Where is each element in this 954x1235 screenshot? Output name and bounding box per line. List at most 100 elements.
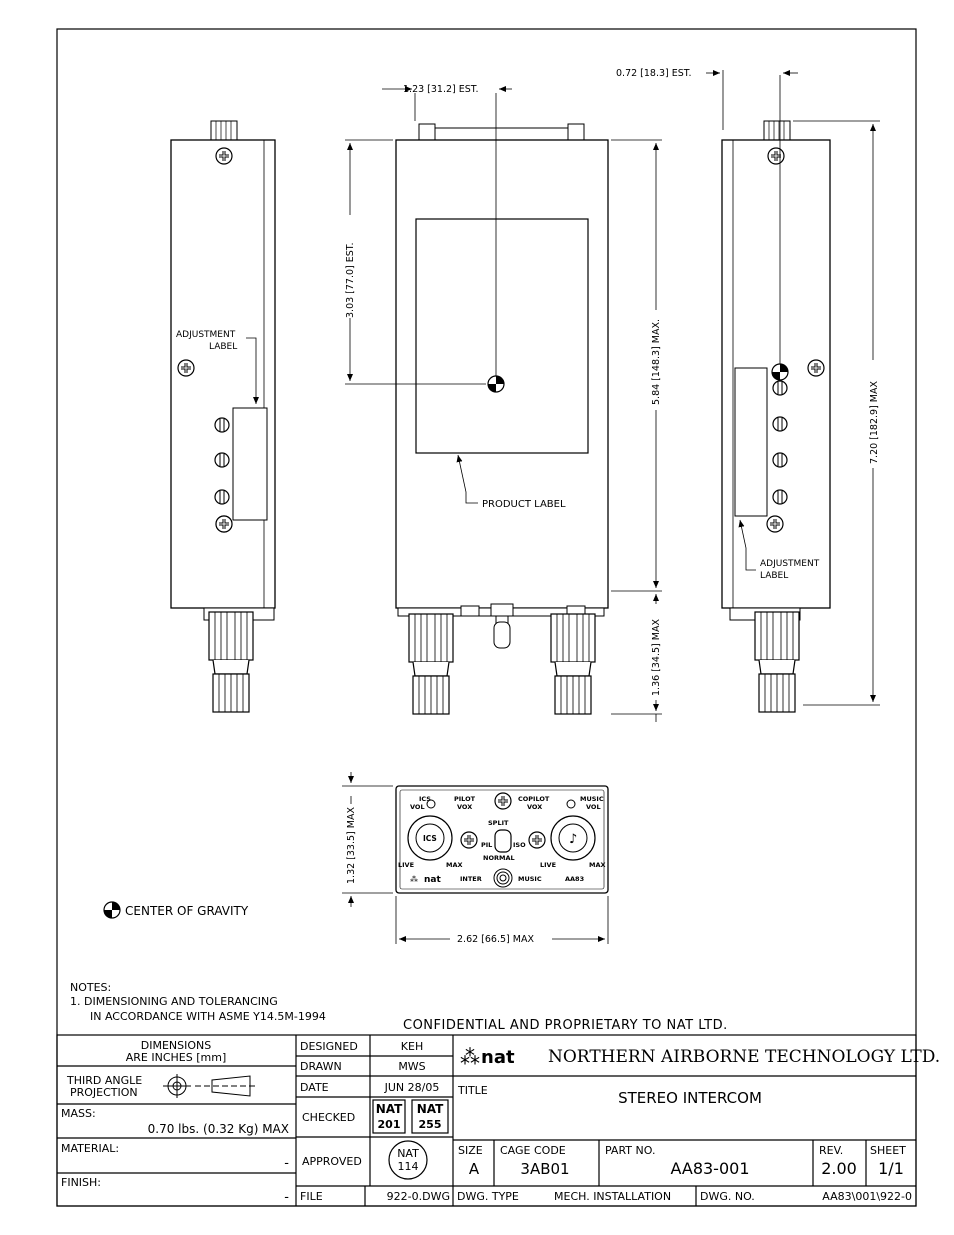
- right-side-view: ADJUSTMENT LABEL 0.72 [18.3] EST. 7.20 […: [616, 68, 880, 713]
- svg-text:MUSIC: MUSIC: [580, 795, 604, 803]
- svg-text:MATERIAL:: MATERIAL:: [61, 1142, 119, 1155]
- center-of-gravity-icon: [103, 901, 121, 919]
- svg-text:LIVE: LIVE: [540, 861, 556, 869]
- svg-text:MAX: MAX: [589, 861, 606, 869]
- svg-text:AA83: AA83: [565, 875, 584, 883]
- title-block: [56, 1034, 917, 1207]
- adjustment-label-text: ADJUSTMENT: [760, 559, 820, 569]
- center-of-gravity-icon: [771, 363, 789, 381]
- svg-text:MASS:: MASS:: [61, 1107, 96, 1120]
- svg-text:DRAWN: DRAWN: [300, 1060, 342, 1073]
- top-panel-view: ICS VOL PILOT VOX COPILOT VOX MUSIC VOL …: [342, 772, 609, 945]
- screw-icon: [214, 146, 234, 166]
- svg-text:KEH: KEH: [401, 1040, 423, 1053]
- part-number: AA83-001: [670, 1159, 749, 1178]
- nat-logo-icon: ⁂: [460, 1045, 480, 1069]
- approved-stamp: [388, 1140, 428, 1180]
- dimension-height: 5.84 [148.3] MAX.: [651, 319, 662, 405]
- svg-text:DATE: DATE: [300, 1081, 329, 1094]
- svg-text:DESIGNED: DESIGNED: [300, 1040, 358, 1053]
- title-block-text: DIMENSIONS ARE INCHES [mm] THIRD ANGLE P…: [61, 1039, 940, 1205]
- adjustment-label-text: LABEL: [209, 342, 237, 352]
- screw-icon: [493, 791, 513, 811]
- svg-text:IN ACCORDANCE WITH ASME Y14.5M: IN ACCORDANCE WITH ASME Y14.5M-1994: [90, 1010, 326, 1023]
- svg-text:DWG. NO.: DWG. NO.: [700, 1190, 755, 1203]
- svg-text:ICS: ICS: [423, 834, 437, 843]
- svg-text:VOL: VOL: [586, 803, 601, 811]
- company-name: NORTHERN AIRBORNE TECHNOLOGY LTD.: [548, 1047, 940, 1067]
- svg-text:LIVE: LIVE: [398, 861, 414, 869]
- left-side-view: ADJUSTMENT LABEL: [170, 120, 276, 713]
- dimension-width: 1.23 [31.2] EST.: [403, 84, 479, 95]
- svg-text:VOL: VOL: [410, 803, 425, 811]
- svg-text:MUSIC: MUSIC: [518, 875, 542, 883]
- svg-text:NAT: NAT: [397, 1147, 419, 1160]
- dimension-connectors: 1.36 [34.5] MAX: [651, 619, 662, 696]
- dimension-cog-height: 3.03 [77.0] EST.: [345, 243, 356, 319]
- legend: CENTER OF GRAVITY: [103, 901, 249, 919]
- svg-text:A: A: [469, 1160, 480, 1178]
- svg-text:CHECKED: CHECKED: [302, 1111, 355, 1124]
- screw-icon: [765, 514, 785, 534]
- brand-star-icon: ⁂: [410, 874, 418, 884]
- center-of-gravity-icon: [487, 375, 505, 393]
- drawing-title: STEREO INTERCOM: [618, 1089, 762, 1107]
- product-label-area: [415, 218, 589, 454]
- svg-text:ISO: ISO: [513, 841, 526, 849]
- svg-text:TITLE: TITLE: [457, 1084, 488, 1097]
- screw-icon: [806, 358, 826, 378]
- trim-pot-icon: [214, 489, 230, 505]
- svg-text:PROJECTION: PROJECTION: [70, 1086, 138, 1099]
- split-toggle: [494, 829, 512, 853]
- svg-text:114: 114: [398, 1160, 419, 1173]
- dimension-total: 7.20 [182.9] MAX: [869, 381, 880, 464]
- checked-stamp: [372, 1099, 449, 1134]
- svg-text:922-0.DWG: 922-0.DWG: [387, 1190, 450, 1203]
- svg-text:PART NO.: PART NO.: [605, 1144, 655, 1157]
- front-view: PRODUCT LABEL 1.23 [31.2] EST. 3.03 [77.…: [345, 84, 662, 722]
- svg-text:COPILOT: COPILOT: [518, 795, 550, 803]
- svg-text:INTER: INTER: [460, 875, 482, 883]
- svg-text:3AB01: 3AB01: [520, 1160, 569, 1178]
- screw-icon: [766, 146, 786, 166]
- svg-text:DWG. TYPE: DWG. TYPE: [457, 1190, 519, 1203]
- svg-text:255: 255: [419, 1118, 442, 1131]
- music-note-icon: ♪: [569, 832, 577, 847]
- svg-text:0.70 lbs. (0.32 Kg) MAX: 0.70 lbs. (0.32 Kg) MAX: [148, 1122, 289, 1136]
- svg-text:1/1: 1/1: [878, 1159, 904, 1178]
- trim-pot-icon: [214, 417, 230, 433]
- svg-text:APPROVED: APPROVED: [302, 1155, 362, 1168]
- trim-pot-icon: [772, 489, 788, 505]
- svg-text:SIZE: SIZE: [458, 1144, 483, 1157]
- svg-text:201: 201: [378, 1118, 401, 1131]
- screw-icon: [176, 358, 196, 378]
- svg-text:2.00: 2.00: [821, 1159, 857, 1178]
- svg-text:THIRD ANGLE: THIRD ANGLE: [66, 1074, 142, 1087]
- svg-text:NORMAL: NORMAL: [483, 854, 515, 862]
- svg-text:FINISH:: FINISH:: [61, 1176, 101, 1189]
- screw-icon: [527, 830, 547, 850]
- trim-pot-icon: [772, 416, 788, 432]
- svg-text:MAX: MAX: [446, 861, 463, 869]
- svg-text:PIL: PIL: [481, 841, 492, 849]
- dimension-panel-width: 2.62 [66.5] MAX: [457, 934, 534, 945]
- svg-text:nat: nat: [424, 875, 441, 885]
- nat-logo: nat: [481, 1047, 515, 1068]
- svg-text:1. DIMENSIONING AND TOLERANCIN: 1. DIMENSIONING AND TOLERANCING: [70, 995, 278, 1008]
- svg-text:DIMENSIONS: DIMENSIONS: [141, 1039, 211, 1052]
- product-label-text: PRODUCT LABEL: [482, 499, 566, 510]
- svg-text:ARE INCHES [mm]: ARE INCHES [mm]: [126, 1051, 226, 1064]
- third-angle-projection-icon: [163, 1074, 255, 1098]
- svg-text:NAT: NAT: [376, 1102, 403, 1116]
- svg-text:REV.: REV.: [819, 1144, 843, 1157]
- svg-text:VOX: VOX: [527, 803, 542, 811]
- svg-text:SPLIT: SPLIT: [488, 819, 509, 827]
- svg-text:NOTES:: NOTES:: [70, 981, 111, 994]
- svg-text:JUN 28/05: JUN 28/05: [384, 1081, 440, 1094]
- dimension-offset: 0.72 [18.3] EST.: [616, 68, 692, 79]
- svg-text:CAGE CODE: CAGE CODE: [500, 1144, 566, 1157]
- svg-text:VOX: VOX: [457, 803, 472, 811]
- svg-text:MWS: MWS: [398, 1060, 425, 1073]
- confidential-note: CONFIDENTIAL AND PROPRIETARY TO NAT LTD.: [403, 1018, 728, 1033]
- legend-cog-text: CENTER OF GRAVITY: [125, 904, 249, 918]
